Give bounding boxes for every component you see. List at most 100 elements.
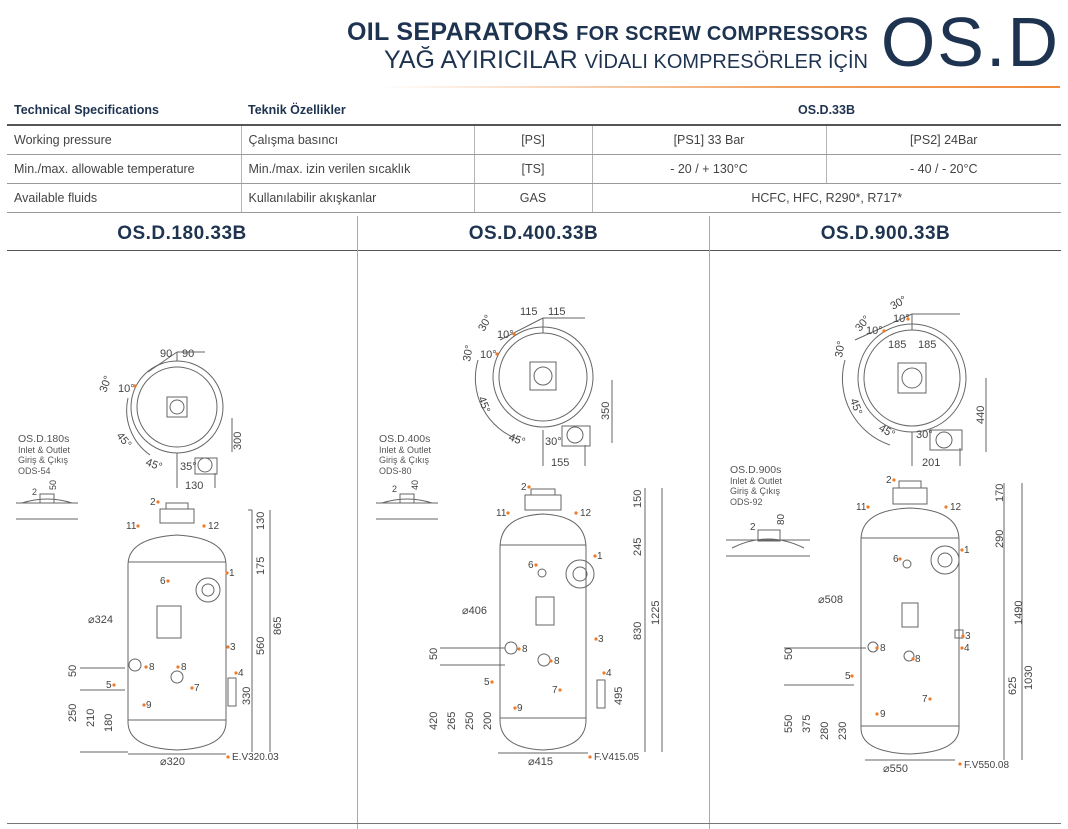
svg-text:625: 625: [1007, 677, 1019, 695]
svg-text:550: 550: [783, 715, 795, 733]
base-diameter: ⌀320: [160, 756, 185, 768]
spec-label-tr: Çalışma basıncı: [240, 125, 474, 155]
svg-text:1030: 1030: [1023, 666, 1035, 690]
svg-text:375: 375: [801, 715, 813, 733]
svg-text:290: 290: [994, 530, 1006, 548]
svg-text:45°: 45°: [475, 395, 492, 415]
svg-text:8: 8: [149, 662, 155, 673]
svg-text:30°: 30°: [476, 313, 495, 333]
svg-text:830: 830: [632, 622, 644, 640]
svg-text:2: 2: [521, 482, 527, 493]
spec-label-en: Available fluids: [7, 183, 241, 213]
fitting-dim: 2: [750, 522, 756, 533]
svg-text:1490: 1490: [1013, 601, 1025, 625]
spec-value: - 40 / - 20°C: [825, 154, 1061, 184]
svg-text:210: 210: [85, 709, 97, 727]
svg-text:45°: 45°: [847, 397, 864, 417]
svg-text:2: 2: [886, 475, 892, 486]
top-view: 90 90 30° 10° 45° 45° 35° 300 130: [98, 348, 244, 492]
svg-text:8: 8: [915, 654, 921, 665]
svg-text:300: 300: [232, 432, 244, 450]
fitting-dim: 2: [32, 487, 37, 497]
spec-value: HCFC, HFC, R290*, R717*: [591, 183, 1061, 213]
svg-text:4: 4: [238, 668, 244, 679]
svg-text:185: 185: [918, 339, 936, 351]
svg-text:45°: 45°: [114, 430, 134, 450]
page-header: OIL SEPARATORS FOR SCREW COMPRESSORS YAĞ…: [0, 0, 1068, 90]
svg-text:8: 8: [522, 644, 528, 655]
diameter-label: ⌀324: [88, 614, 113, 626]
fitting-note: OS.D.180s Inlet & Outlet Giriş & Çıkış O…: [18, 433, 71, 476]
svg-text:12: 12: [208, 521, 220, 532]
svg-text:10°: 10°: [866, 325, 883, 337]
svg-text:250: 250: [67, 704, 79, 722]
spec-symbol: [PS]: [473, 125, 592, 155]
reference-markers: [112, 317, 965, 766]
svg-text:6: 6: [160, 576, 166, 587]
svg-text:350: 350: [600, 402, 612, 420]
svg-text:30°: 30°: [916, 429, 933, 441]
title-turkish: YAĞ AYIRICILAR VİDALI KOMPRESÖRLER İÇİN: [384, 46, 868, 74]
svg-text:6: 6: [893, 554, 899, 565]
spec-header-row: Technical Specifications Teknik Özellikl…: [7, 96, 1061, 126]
svg-text:130: 130: [255, 512, 267, 530]
diameter-label: ⌀508: [818, 594, 843, 606]
svg-text:1225: 1225: [650, 601, 662, 625]
spec-symbol: GAS: [473, 183, 592, 213]
svg-text:2: 2: [150, 497, 156, 508]
series-logo: OS.D: [880, 3, 1060, 81]
svg-text:4: 4: [964, 643, 970, 654]
header-accent-line: [380, 86, 1060, 88]
column-divider: [357, 216, 358, 829]
spec-label-tr: Min./max. izin verilen sıcaklık: [240, 154, 474, 184]
svg-text:865: 865: [272, 617, 284, 635]
svg-text:150: 150: [632, 490, 644, 508]
spec-row: Min./max. allowable temperature Min./max…: [7, 154, 1061, 184]
svg-text:330: 330: [241, 687, 253, 705]
spec-value: - 20 / + 130°C: [591, 154, 826, 184]
svg-text:12: 12: [950, 502, 962, 513]
svg-text:3: 3: [965, 631, 971, 642]
spec-value: [PS2] 24Bar: [825, 125, 1061, 155]
svg-text:10°: 10°: [497, 329, 514, 341]
svg-text:35°: 35°: [180, 461, 197, 473]
fitting-sketch: 2 40: [376, 480, 438, 520]
svg-text:175: 175: [255, 557, 267, 575]
svg-text:50: 50: [67, 665, 79, 677]
svg-text:50: 50: [783, 648, 795, 660]
svg-text:30°: 30°: [98, 374, 115, 394]
svg-text:9: 9: [146, 700, 152, 711]
spec-label-tr: Kullanılabilir akışkanlar: [240, 183, 474, 213]
svg-text:8: 8: [880, 643, 886, 654]
column-divider: [709, 216, 710, 829]
svg-text:11: 11: [856, 502, 867, 513]
svg-text:9: 9: [880, 709, 886, 720]
foot-code: F.V415.05: [594, 752, 639, 763]
fitting-note: OS.D.400s Inlet & Outlet Giriş & Çıkış O…: [379, 433, 432, 476]
spec-row: Available fluids Kullanılabilir akışkanl…: [7, 183, 1061, 213]
svg-text:9: 9: [517, 703, 523, 714]
svg-text:250: 250: [464, 712, 476, 730]
svg-text:11: 11: [496, 508, 507, 519]
svg-text:5: 5: [845, 671, 851, 682]
svg-text:7: 7: [552, 685, 558, 696]
svg-text:45°: 45°: [144, 457, 164, 474]
diameter-label: ⌀406: [462, 605, 487, 617]
svg-text:45°: 45°: [877, 422, 897, 441]
model-column: OS.D.900.33B: [710, 216, 1061, 829]
side-view: ⌀508 ⌀550 F.V550.08 170 290 1030 1490 62…: [783, 475, 1035, 775]
svg-text:30°: 30°: [545, 436, 562, 448]
title-english: OIL SEPARATORS FOR SCREW COMPRESSORS: [347, 18, 868, 46]
base-diameter: ⌀550: [883, 763, 908, 775]
top-view: 185 185 30° 10° 30° 10° 30° 45° 45° 30° …: [833, 294, 987, 469]
svg-text:90: 90: [160, 348, 172, 360]
base-diameter: ⌀415: [528, 756, 553, 768]
model-title: OS.D.400.33B: [358, 216, 709, 251]
svg-text:6: 6: [528, 560, 534, 571]
fitting-note: OS.D.900s Inlet & Outlet Giriş & Çıkış O…: [730, 464, 783, 507]
svg-text:50: 50: [428, 648, 440, 660]
svg-text:115: 115: [520, 306, 538, 318]
svg-text:11: 11: [126, 521, 137, 532]
spec-symbol: [TS]: [473, 154, 592, 184]
